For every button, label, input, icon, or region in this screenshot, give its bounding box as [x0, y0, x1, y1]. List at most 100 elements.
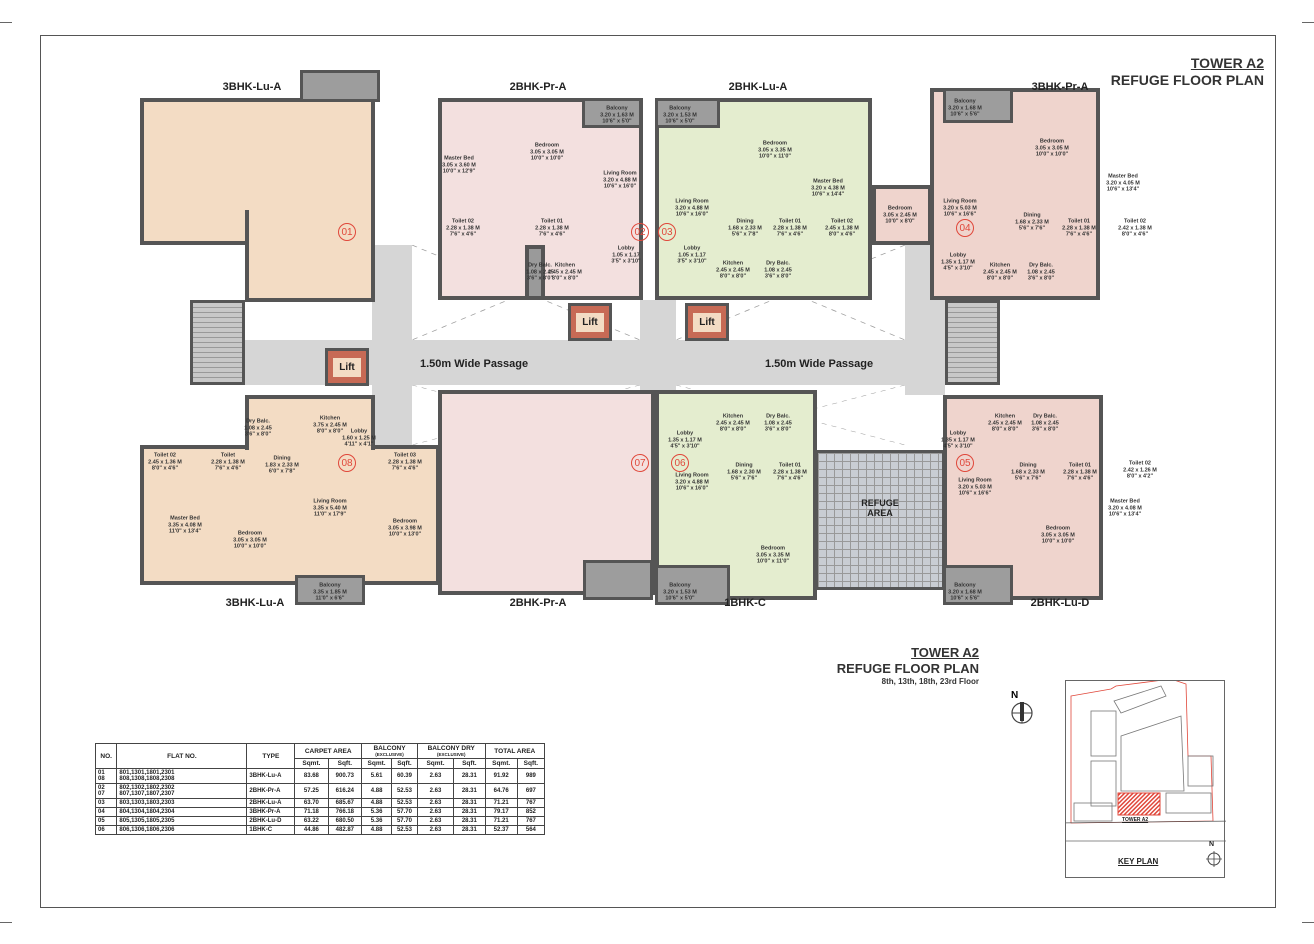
room-dimension: 3.20 x 4.88 M [675, 478, 709, 485]
room-name: Bedroom [760, 545, 786, 552]
room-dimension: 3.20 x 4.88 M [603, 176, 637, 183]
room-dimension: 4'5" x 3'10" [670, 443, 700, 450]
room-name: Kitchen [722, 413, 744, 420]
room-dimension: 1.60 x 1.25 M [342, 434, 376, 441]
cell-flat: 805,1305,1805,2305 [116, 816, 248, 826]
room-dimension: 10'6" x 5'6" [950, 595, 980, 602]
room-dimension: 1.08 x 2.45 [764, 266, 792, 273]
key-plan-site-drawing [1055, 678, 1237, 867]
room-dimension: 3'6" x 8'0" [764, 426, 792, 433]
cell-type: 2BHK-Lu-A [246, 798, 296, 808]
unit-number-badge: 04 [956, 219, 974, 237]
room-dimension: 3.35 x 4.08 M [168, 521, 202, 528]
room-dimension: 1.35 x 1.17 M [941, 258, 975, 265]
room-name: Dry Balc. [246, 418, 270, 425]
refuge-label-line2: AREA [867, 508, 893, 518]
room-dimension: 10'6" x 13'4" [1108, 511, 1142, 518]
col-dry-label: BALCONY DRY [427, 745, 475, 752]
room-name: Toilet 02 [154, 452, 176, 459]
room-dimension: 10'6" x 16'0" [675, 485, 709, 492]
room-dimension: 7'6" x 4'6" [1066, 475, 1094, 482]
room-dimension: 10'0" x 13'0" [388, 531, 422, 538]
room-dimension: 8'0" x 4'6" [151, 465, 179, 472]
room-dimension: 2.28 x 1.38 M [446, 224, 480, 231]
room-dimension: 8'0" x 8'0" [719, 273, 747, 280]
room-dimension: 8'0" x 4'6" [828, 231, 856, 238]
cell-b-m: 4.88 [361, 798, 392, 808]
col-dry: BALCONY DRY(EXCLUSIVE) [416, 743, 486, 759]
room-dimension: 3'6" x 8'0" [1027, 275, 1055, 282]
room-name: Dining [273, 455, 291, 462]
room-dimension: 1.08 x 2.45 [1031, 419, 1059, 426]
lift: Lift [325, 348, 369, 386]
room-dimension: 7'6" x 4'6" [776, 475, 804, 482]
room-name: Toilet 02 [831, 218, 853, 225]
key-plan-north-label: N [1209, 841, 1215, 848]
room-dimension: 3.20 x 1.68 M [948, 588, 982, 595]
unit-type-label: 2BHK-Pr-A [509, 81, 567, 93]
cell-b-f: 57.70 [391, 816, 418, 826]
unit-sqft: Sqft. [327, 758, 363, 769]
room-dimension: 2.42 x 1.38 M [1118, 224, 1152, 231]
room-dimension: 3.05 x 3.05 M [1041, 531, 1075, 538]
room-name: Dry Balc. [766, 260, 790, 267]
room-dimension: 1.83 x 2.33 M [265, 461, 299, 468]
room-dimension: 3.05 x 3.05 M [530, 148, 564, 155]
room-dimension: 10'6" x 16'6" [943, 211, 977, 218]
room-dimension: 2.28 x 1.38 M [773, 468, 807, 475]
cell-c-f: 482.87 [327, 825, 363, 835]
plan-title: REFUGE FLOOR PLAN [836, 661, 979, 676]
unit-03 [655, 98, 872, 300]
room-dimension: 1.68 x 2.33 M [1011, 468, 1045, 475]
title-plan: REFUGE FLOOR PLAN [1110, 72, 1264, 88]
room-name: Lobby [350, 428, 368, 435]
staircase-left [190, 300, 245, 385]
unit-number-badge: 02 [631, 223, 649, 241]
key-plan-label: KEY PLAN [1118, 857, 1159, 866]
unit-sqmt: Sqmt. [416, 758, 455, 769]
room-dimension: 8'0" x 8'0" [719, 426, 747, 433]
unit-08-service [245, 395, 375, 450]
cell-d-m: 2.63 [416, 783, 455, 799]
room-dimension: 6'0" x 7'8" [268, 468, 296, 475]
room-dimension: 3.20 x 1.63 M [600, 111, 634, 118]
cell-t-f: 852 [516, 807, 546, 817]
room-name: Kitchen [319, 415, 341, 422]
room-dimension: 7'6" x 4'6" [449, 231, 477, 238]
cell-d-f: 28.31 [453, 807, 486, 817]
room-name: Balcony [606, 105, 628, 112]
room-dimension: 2.28 x 1.38 M [1063, 468, 1097, 475]
cell-t-m: 71.21 [484, 816, 518, 826]
room-name: Lobby [949, 252, 967, 259]
cell-b-m: 5.61 [361, 768, 392, 784]
room-dimension: 3.05 x 3.98 M [388, 524, 422, 531]
cell-c-m: 83.68 [294, 768, 329, 784]
room-dimension: 3.05 x 3.35 M [756, 551, 790, 558]
cell-t-m: 64.76 [484, 783, 518, 799]
